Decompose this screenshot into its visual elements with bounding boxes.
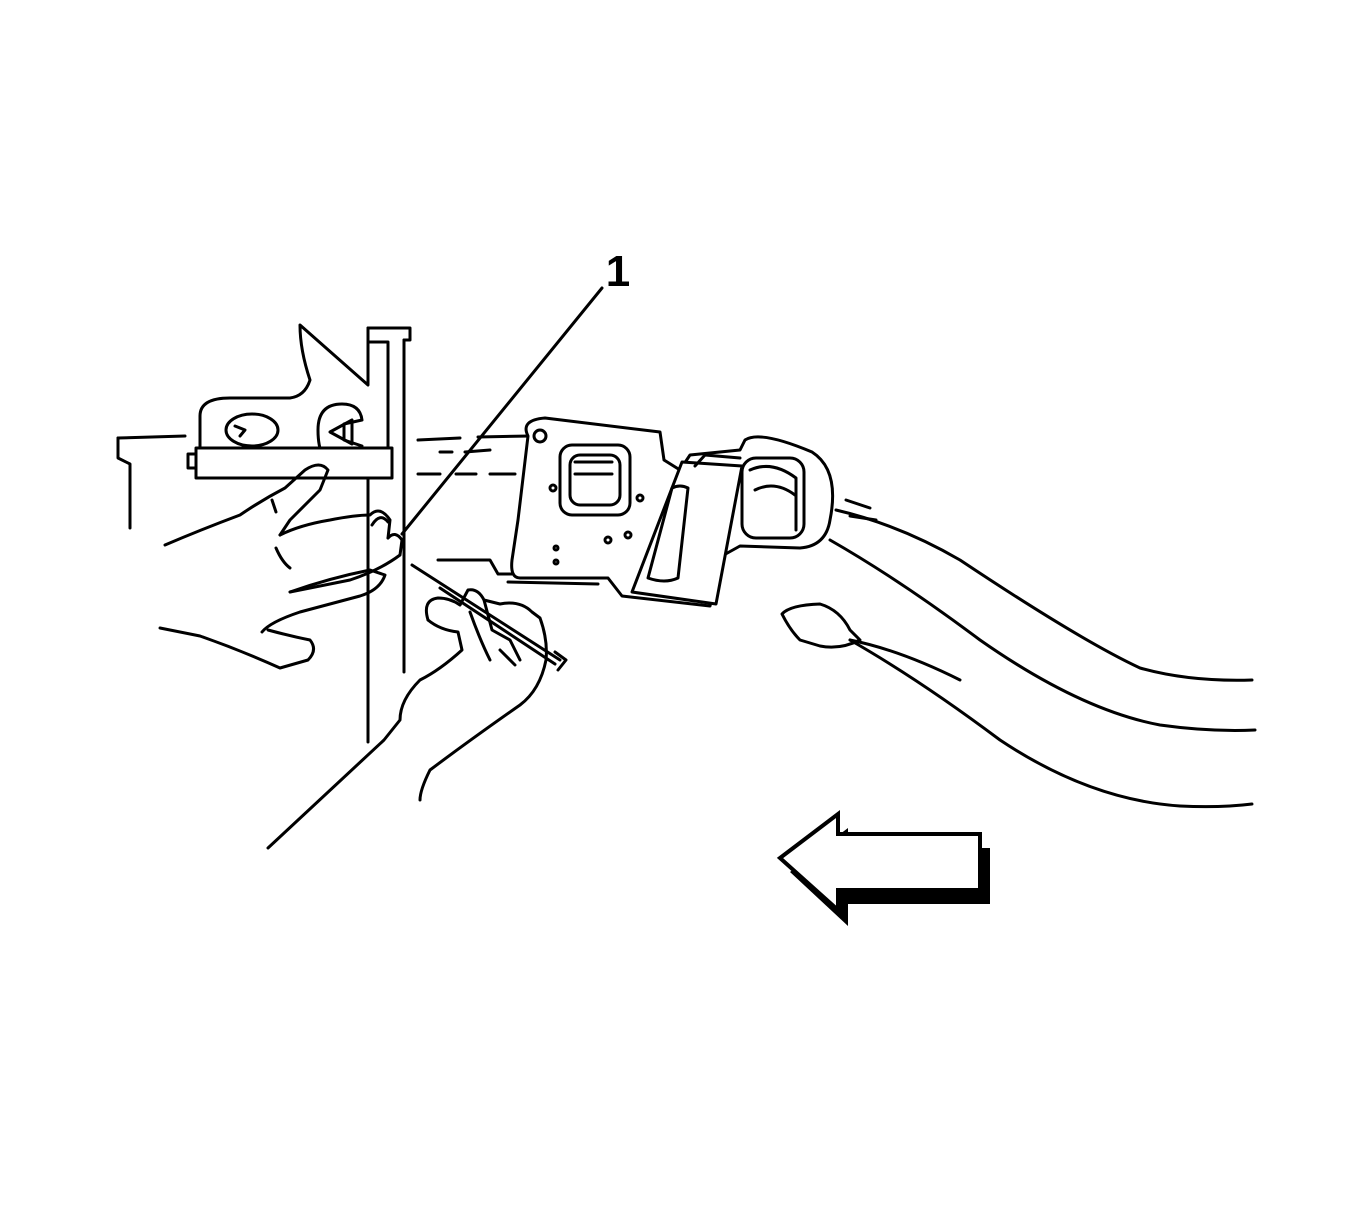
body-panel-outline <box>116 434 187 530</box>
bracket-hole <box>224 412 280 448</box>
callout-1-leader <box>400 286 604 536</box>
cross-member <box>416 434 532 476</box>
mounting-bracket <box>186 323 394 480</box>
right-retainer <box>740 456 806 540</box>
left-hand <box>158 463 404 670</box>
left-arrow-icon <box>776 809 990 926</box>
module-assembly <box>436 416 835 608</box>
module-cover <box>630 460 744 606</box>
right-hand-with-pen <box>266 563 568 850</box>
callout-1-label: 1 <box>606 247 630 296</box>
trim-rails <box>828 498 1257 809</box>
support-hand <box>780 602 962 682</box>
callout-1: 1 <box>400 247 630 536</box>
